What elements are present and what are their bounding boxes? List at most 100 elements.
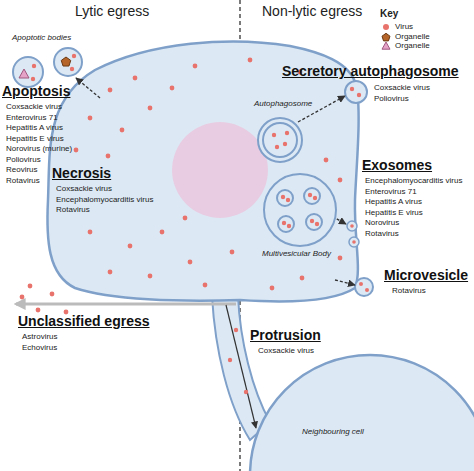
legend-text: Virus [395, 22, 413, 31]
egress-heading: Secretory autophagosome [282, 64, 459, 79]
virus-particle [359, 282, 363, 286]
legend-title: Key [380, 8, 398, 19]
virus-particle [203, 283, 208, 288]
virus-particle [148, 274, 153, 279]
virus-particle [70, 67, 74, 71]
virus-particle [170, 86, 175, 91]
unclassified-arrow [16, 303, 236, 306]
virus-particle [234, 328, 238, 332]
apoptotic-body [13, 57, 43, 87]
legend-swatch [382, 42, 390, 49]
virus-particle [285, 131, 289, 135]
virus-particle [357, 93, 361, 97]
secretory-vesicle [345, 81, 367, 103]
intraluminal-vesicle [306, 214, 322, 230]
node-label: Autophagosome [254, 100, 312, 109]
virus-particle [324, 158, 329, 163]
egress-arrow [335, 280, 355, 285]
section-header: Non-lytic egress [262, 4, 362, 19]
virus-particle [310, 219, 314, 223]
virus-particle [108, 270, 113, 275]
virus-name: Coxsackie virus [56, 185, 112, 194]
virus-name: Rotavirus [365, 230, 399, 239]
virus-particle [106, 154, 111, 159]
egress-heading: Microvesicle [384, 268, 468, 283]
protrusion-arrow [226, 305, 256, 428]
apoptotic-bodies: Apoptotic bodies [6, 34, 96, 90]
virus-particle [230, 250, 235, 255]
virus-name: Norovirus (murine) [6, 145, 72, 154]
intraluminal-vesicle [278, 216, 294, 232]
virus-particle [193, 64, 198, 69]
virus-particle [286, 198, 290, 202]
virus-particle [183, 216, 188, 221]
virus-particle [88, 116, 93, 121]
virus-name: Encephalomyocarditis virus [56, 196, 153, 205]
virus-particle [313, 196, 317, 200]
virus-name: Coxsackie virus [374, 84, 430, 93]
virus-particle [128, 244, 133, 249]
autophagosome-inner [263, 123, 297, 157]
legend-swatch [382, 33, 390, 41]
virus-particle [74, 148, 79, 153]
virus-name: Coxsackie virus [258, 347, 314, 356]
virus-particle [352, 240, 356, 244]
virus-name: Hepatitis E virus [365, 209, 423, 218]
virus-particle [308, 193, 312, 197]
virus-particle [287, 224, 291, 228]
virus-particle [300, 276, 305, 281]
node-label: Apoptotic bodies [12, 34, 71, 43]
egress-arrow [76, 78, 100, 98]
legend-swatch [383, 24, 389, 30]
node-outline [240, 350, 474, 471]
virus-particle [275, 145, 279, 149]
egress-heading: Apoptosis [2, 84, 70, 99]
virus-name: Hepatitis E virus [6, 135, 64, 144]
virus-particle [120, 128, 125, 133]
virus-name: Poliovirus [374, 95, 409, 104]
virus-particle [350, 87, 354, 91]
virus-particle [282, 221, 286, 225]
egress-heading: Necrosis [52, 166, 111, 181]
egress-heading: Protrusion [250, 328, 321, 343]
virus-particle [50, 292, 55, 297]
multivesicular-body: Multivesicular Body [258, 172, 358, 264]
legend-swatch-frame [381, 41, 391, 51]
virus-particle [72, 54, 76, 58]
virus-particle [188, 260, 193, 265]
apoptotic-body [54, 48, 82, 76]
exosome [349, 237, 359, 247]
virus-name: Astrovirus [22, 333, 58, 342]
virus-particles [20, 58, 369, 395]
neighbouring-cell: Neighbouring cell [240, 350, 474, 471]
virus-particle [160, 230, 165, 235]
virus-particle [270, 286, 275, 291]
virus-particle [338, 256, 343, 261]
virus-name: Hepatitis A virus [6, 124, 63, 133]
autophagosome-outer [258, 118, 302, 162]
virus-particle [20, 295, 25, 300]
virus-particle [32, 64, 36, 68]
virus-particle [365, 288, 369, 292]
legend-swatch-frame [381, 32, 391, 42]
virus-name: Echovirus [22, 344, 57, 353]
node-label: Multivesicular Body [262, 250, 331, 259]
virus-name: Rotavirus [6, 177, 40, 186]
protrusion-tube [212, 296, 270, 440]
legend-entry: Organelle [395, 32, 430, 41]
legend-swatch-frame [381, 22, 391, 32]
virus-name: Hepatitis A virus [365, 198, 422, 207]
egress-heading: Unclassified egress [18, 314, 150, 329]
section-header: Lytic egress [75, 4, 149, 19]
organelle [61, 57, 71, 66]
microvesicle-bud [355, 278, 373, 296]
autophagosome: Autophagosome [248, 100, 318, 168]
virus-particle [133, 76, 138, 81]
organelle [19, 69, 29, 78]
legend-text: Organelle [395, 41, 430, 50]
virus-particle [281, 195, 285, 199]
neighbouring-cell-membrane [250, 355, 474, 471]
virus-name: Poliovirus [6, 156, 41, 165]
node-label: Neighbouring cell [302, 428, 364, 437]
virus-particle [272, 133, 276, 137]
